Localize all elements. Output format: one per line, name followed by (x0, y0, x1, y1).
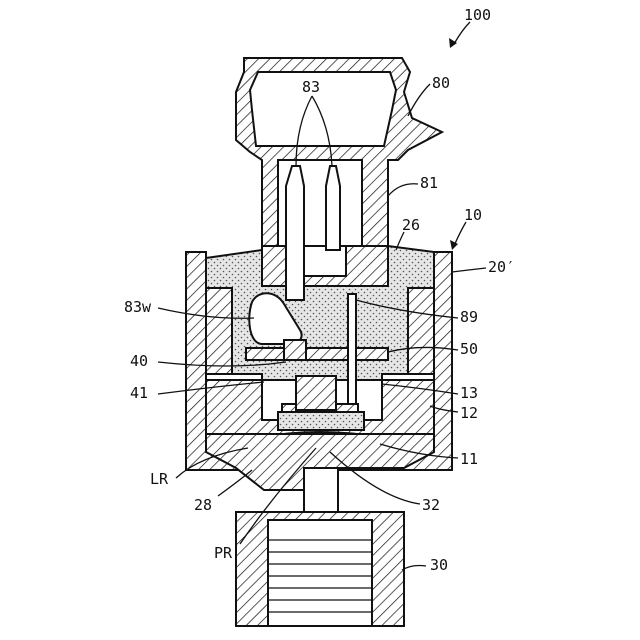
label-81: 81 (420, 174, 438, 192)
label-89: 89 (460, 308, 478, 326)
label-41: 41 (130, 384, 148, 402)
pressure-port (304, 468, 338, 512)
label-100: 100 (464, 6, 491, 24)
circuit-board (246, 348, 388, 360)
label-83: 83 (302, 78, 320, 96)
label-40: 40 (130, 352, 148, 370)
arrow-10 (450, 240, 458, 250)
label-PR: PR (214, 544, 233, 562)
label-26: 26 (402, 216, 420, 234)
leader-80 (408, 84, 430, 116)
label-13: 13 (460, 384, 478, 402)
label-50: 50 (460, 340, 478, 358)
terminal-right (326, 166, 340, 250)
arrow-100 (449, 38, 457, 48)
label-20-prime: 20′ (488, 258, 515, 276)
threaded-fitting (236, 512, 404, 626)
label-11: 11 (460, 450, 478, 468)
sensing-element (296, 376, 336, 410)
chip-40 (284, 340, 306, 360)
leader-81 (388, 184, 418, 196)
terminal-left (286, 166, 304, 300)
label-28: 28 (194, 496, 212, 514)
sensing-gel (278, 412, 364, 430)
pin-89 (348, 294, 356, 414)
leader-30 (402, 566, 426, 571)
leader-10 (454, 222, 466, 246)
label-12: 12 (460, 404, 478, 422)
label-83w: 83w (124, 298, 152, 316)
label-LR: LR (150, 470, 169, 488)
label-10: 10 (464, 206, 482, 224)
leader-28 (218, 470, 252, 496)
leader-100 (454, 22, 470, 44)
leader-20p (452, 268, 486, 272)
label-32: 32 (422, 496, 440, 514)
label-30: 30 (430, 556, 448, 574)
label-80: 80 (432, 74, 450, 92)
thread-lines (268, 540, 372, 612)
